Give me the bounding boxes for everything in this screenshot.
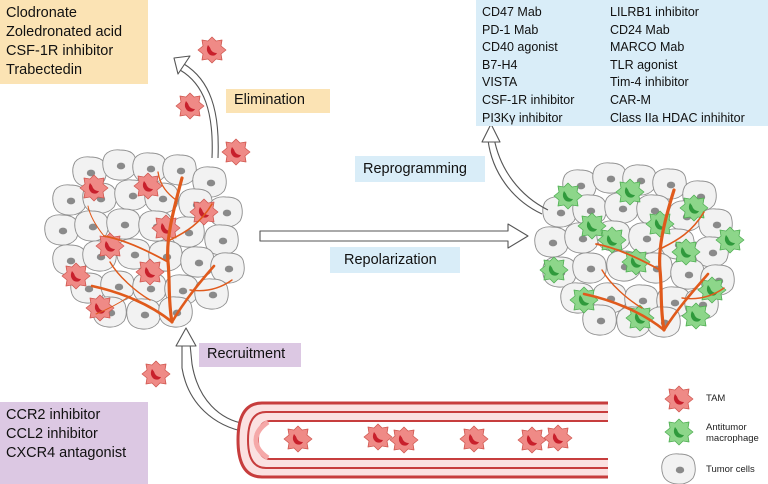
reprogramming-drug: Tim-4 inhibitor xyxy=(610,75,689,90)
reprogramming-arrow xyxy=(481,123,549,215)
reprogramming-drug: MARCO Mab xyxy=(610,40,685,55)
repolarization-arrow xyxy=(259,223,529,249)
recruited-tam xyxy=(141,360,171,388)
elimination-drugs-box: Clodronate Zoledronated acid CSF-1R inhi… xyxy=(0,0,148,84)
reprogramming-col-1: CD47 Mab PD-1 Mab CD40 agonist B7-H4 VIS… xyxy=(482,4,574,127)
reprogramming-label: Reprogramming xyxy=(355,156,485,182)
elimination-arrow xyxy=(173,55,219,159)
legend-icons xyxy=(661,385,696,484)
reprogramming-drug: PD-1 Mab xyxy=(482,22,539,37)
legend-tumor-label: Tumor cells xyxy=(706,464,755,475)
reprogramming-drug: CD24 Mab xyxy=(610,22,670,37)
blood-vessels-right xyxy=(582,188,725,332)
repolarization-label: Repolarization xyxy=(330,247,460,273)
reprogramming-drug: LILRB1 inhibitor xyxy=(610,5,699,19)
recruitment-arrow xyxy=(175,327,247,433)
reprogramming-drugs-box: CD47 Mab PD-1 Mab CD40 agonist B7-H4 VIS… xyxy=(476,0,768,126)
reprogramming-drug: PI3Kγ inhibitor xyxy=(482,110,563,125)
reprogramming-drug: CD47 Mab xyxy=(482,5,542,19)
elimination-label: Elimination xyxy=(226,89,330,113)
legend-tam-icon xyxy=(664,385,694,413)
recruitment-drug-2: CCL2 inhibitor xyxy=(6,426,98,442)
blood-vessel xyxy=(236,401,608,479)
legend-antitumor-icon xyxy=(664,418,694,446)
reprogramming-drug: TLR agonist xyxy=(610,57,678,72)
legend-tam-label: TAM xyxy=(706,393,726,404)
reprogramming-drug: B7-H4 xyxy=(482,57,518,72)
elimination-drug-4: Trabectedin xyxy=(6,62,83,78)
reprogramming-drug: CAR-M xyxy=(610,92,651,107)
legend-tumor-icon xyxy=(661,453,696,484)
legend-antitumor-label: Antitumor macrophage xyxy=(706,422,759,444)
reprogramming-drug: CD40 agonist xyxy=(482,40,558,55)
right-tumor xyxy=(534,162,745,338)
recruitment-drugs-box: CCR2 inhibitor CCL2 inhibitor CXCR4 anta… xyxy=(0,402,148,484)
recruitment-label: Recruitment xyxy=(199,343,301,367)
elimination-drug-3: CSF-1R inhibitor xyxy=(6,43,114,59)
reprogramming-drug: VISTA xyxy=(482,75,518,90)
reprogramming-drug: CSF-1R inhibitor xyxy=(482,92,575,107)
recruitment-drug-3: CXCR4 antagonist xyxy=(6,445,127,461)
elimination-drug-2: Zoledronated acid xyxy=(6,24,123,40)
elimination-drug-1: Clodronate xyxy=(6,5,77,21)
recruitment-drug-1: CCR2 inhibitor xyxy=(6,407,101,423)
blood-vessels-left xyxy=(87,171,233,324)
reprogramming-drug: Class IIa HDAC inhihitor xyxy=(610,110,745,125)
left-tumor xyxy=(44,149,245,330)
reprogramming-col-2: LILRB1 inhibitor CD24 Mab MARCO Mab TLR … xyxy=(610,4,745,127)
